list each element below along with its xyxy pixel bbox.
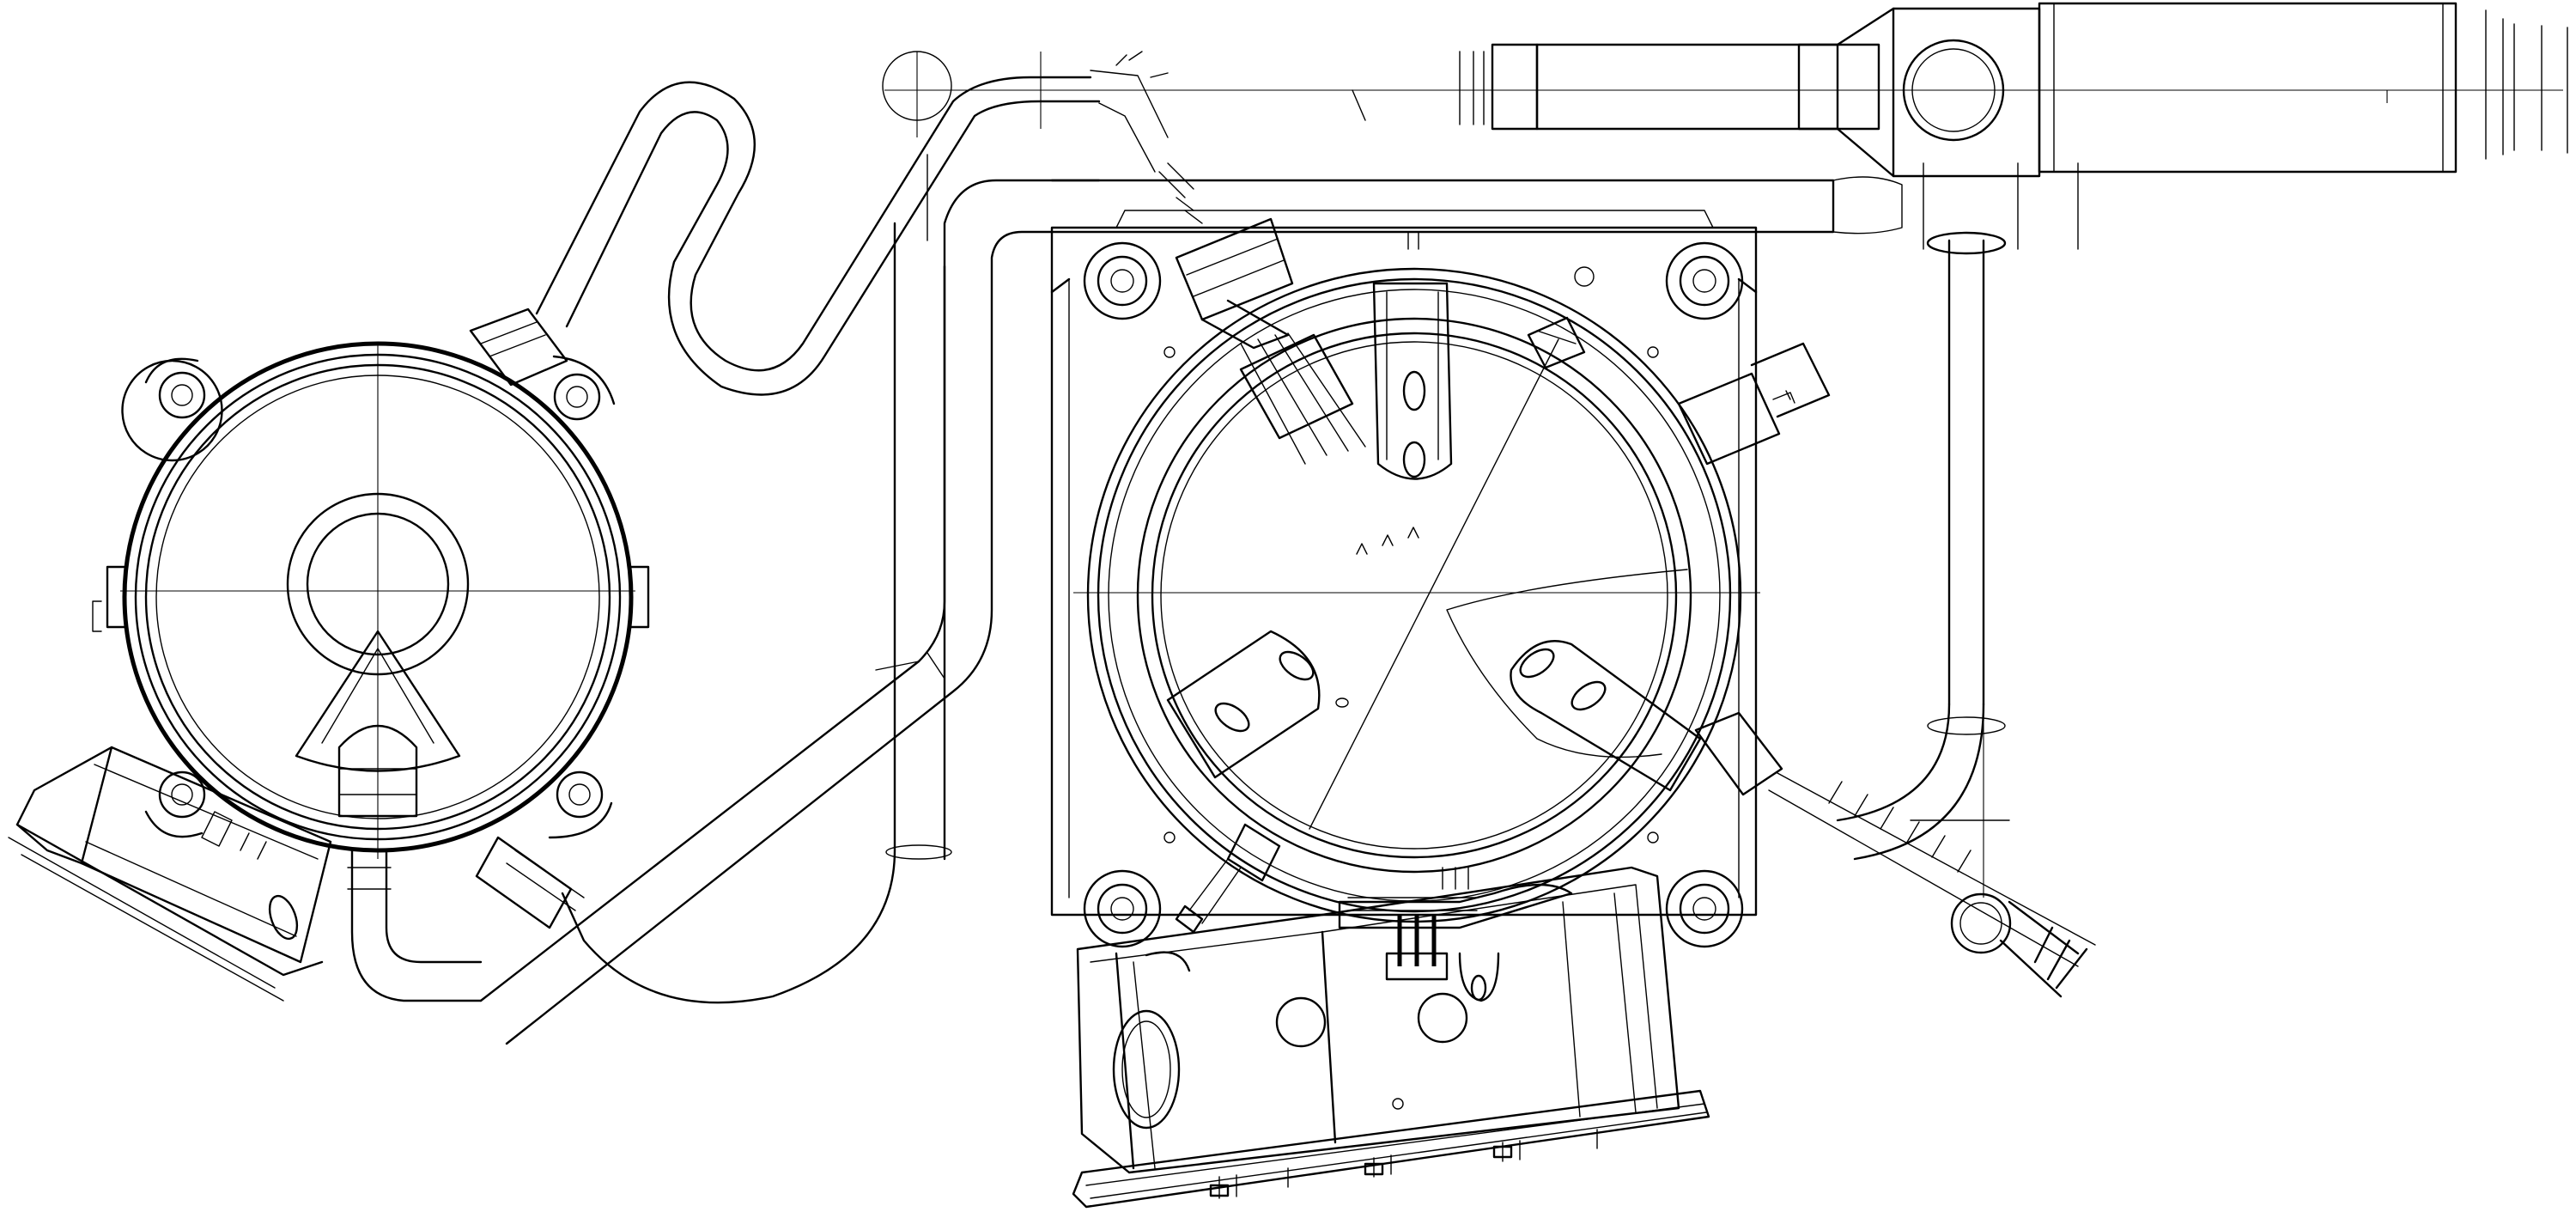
- side-drain-tube: [1050, 162, 2088, 998]
- left-junction-box: [8, 746, 332, 1002]
- serpentine-hose: [535, 51, 1203, 396]
- pressure-switch: [1338, 867, 1573, 1002]
- mounting-plate: [1050, 210, 1758, 948]
- top-manifold-pipe: [884, 2, 2568, 178]
- left-blower-housing: [92, 308, 650, 1002]
- main-junction-box: [1072, 866, 1710, 1209]
- return-hose: [475, 154, 1101, 1045]
- main-blower-housing: [1073, 217, 2096, 967]
